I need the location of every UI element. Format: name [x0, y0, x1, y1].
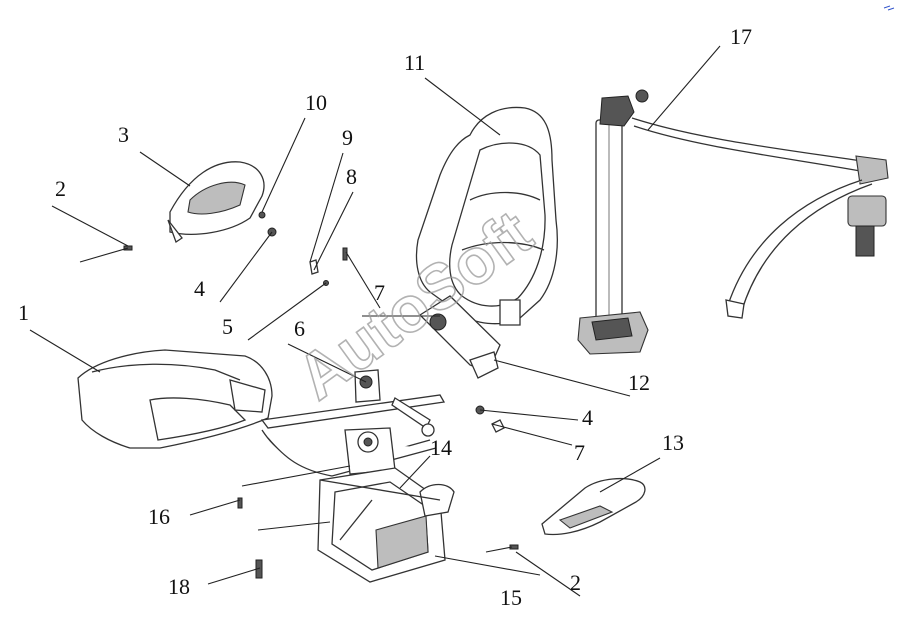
callout-9: 9 — [342, 125, 353, 150]
callout-7: 7 — [374, 280, 385, 305]
callout-2: 2 — [55, 176, 66, 201]
height-adjuster — [344, 427, 396, 475]
callout-8: 8 — [346, 164, 357, 189]
callout-18: 18 — [168, 574, 190, 599]
seat-base-frame — [317, 467, 455, 583]
callout-7: 7 — [574, 440, 585, 465]
callout-2: 2 — [570, 570, 581, 595]
recliner-bracket — [418, 295, 501, 379]
callout-15: 15 — [500, 585, 522, 610]
callout-4: 4 — [194, 276, 205, 301]
callout-13: 13 — [662, 430, 684, 455]
callout-labels: 1 2 2 3 4 4 5 6 7 7 8 9 10 11 12 13 14 1… — [18, 24, 752, 610]
callout-3: 3 — [118, 122, 129, 147]
callout-11: 11 — [404, 50, 425, 75]
trim-cover-lower — [541, 477, 646, 536]
callout-14: 14 — [430, 435, 452, 460]
seat-cushion — [77, 349, 273, 449]
callout-10: 10 — [305, 90, 327, 115]
callout-17: 17 — [730, 24, 752, 49]
callout-4: 4 — [582, 405, 593, 430]
corner-mark — [883, 5, 895, 11]
callout-6: 6 — [294, 316, 305, 341]
callout-12: 12 — [628, 370, 650, 395]
callout-5: 5 — [222, 314, 233, 339]
trim-cover-upper — [167, 161, 265, 243]
seat-belt-assembly — [577, 89, 889, 355]
callout-16: 16 — [148, 504, 170, 529]
seat-back — [415, 106, 558, 326]
leader-lines — [29, 45, 721, 597]
callout-1: 1 — [18, 300, 29, 325]
